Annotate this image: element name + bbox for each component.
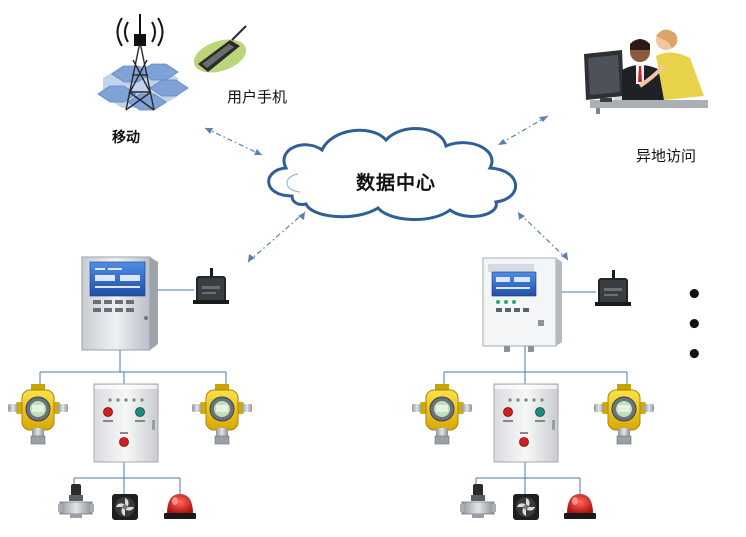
fan-icon	[112, 494, 138, 520]
mobile-phone-icon	[193, 25, 247, 73]
wireless-module-1-icon	[193, 268, 229, 304]
link-mobile-cloud	[204, 127, 263, 156]
gas-alarm-controller-2	[482, 257, 562, 352]
more-systems-ellipsis: • • •	[686, 280, 709, 370]
gas-detector-icon	[411, 383, 473, 445]
data-center-cloud	[267, 127, 517, 221]
link-arrows	[205, 116, 568, 262]
wireless-module-2-icon	[595, 270, 631, 306]
link-remote-cloud	[497, 115, 549, 146]
control-box-icon	[93, 383, 159, 463]
remote-access-label: 异地访问	[636, 147, 697, 165]
wiring-group-1	[39, 350, 227, 494]
gas-detector-icon	[7, 383, 69, 445]
control-box-icon	[493, 383, 559, 463]
link-controller1-cloud	[247, 211, 306, 263]
alarm-light-icon	[564, 494, 596, 519]
mobile-label: 移动	[112, 130, 140, 146]
data-center-label: 数据中心	[356, 172, 437, 194]
gas-detector-icon	[593, 383, 655, 445]
computer-workstation-icon	[584, 29, 708, 114]
gas-detector-icon	[191, 383, 253, 445]
valve-icon	[459, 483, 497, 519]
wireless-links	[204, 115, 569, 263]
gas-alarm-controller-1	[81, 256, 158, 351]
user-phone-label: 用户手机	[227, 88, 288, 106]
alarm-light-icon	[164, 494, 196, 519]
cell-tower-icon	[97, 14, 189, 111]
link-controller2-cloud	[517, 211, 569, 261]
fan-icon	[513, 494, 539, 520]
valve-icon	[57, 483, 95, 519]
wiring-group-2	[443, 346, 628, 494]
